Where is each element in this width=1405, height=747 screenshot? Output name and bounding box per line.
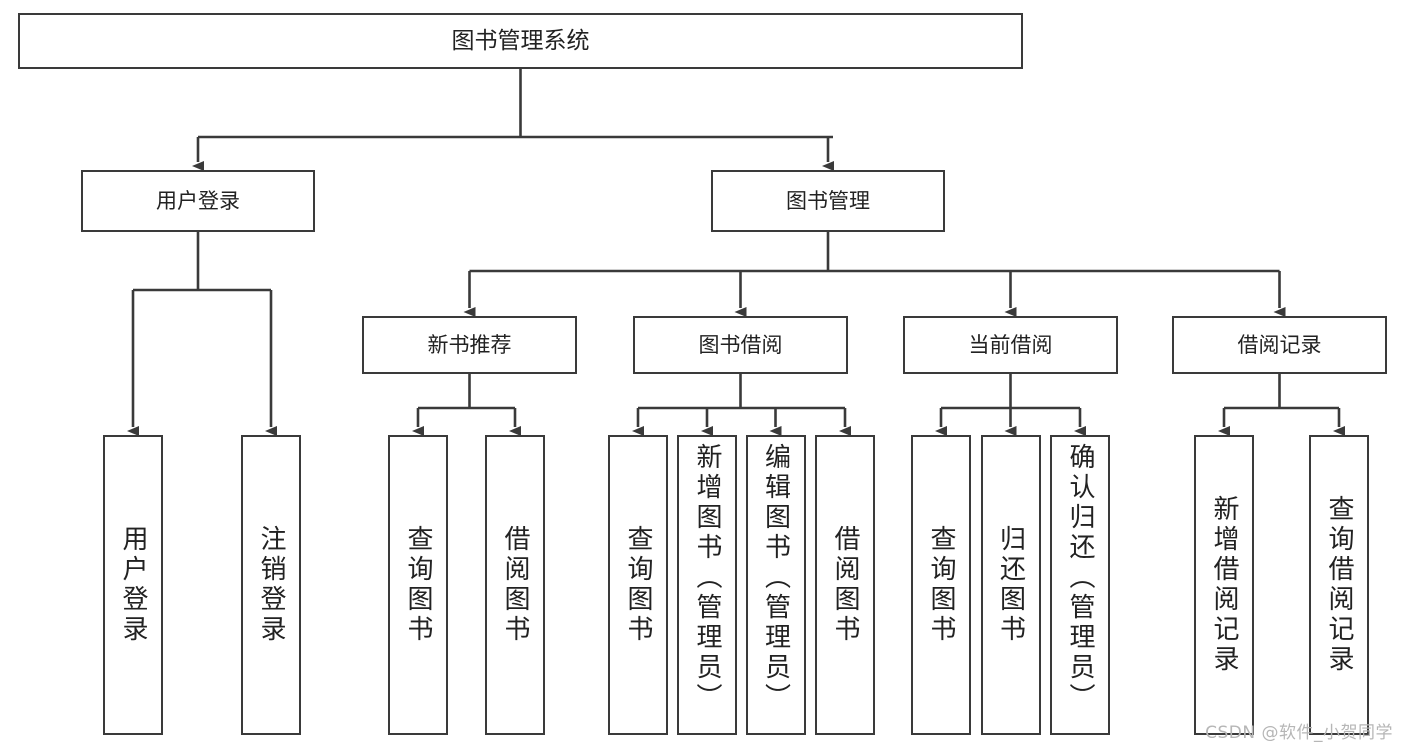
leaf-records-query-label: 查询借阅记录	[1324, 495, 1354, 675]
leaf-user-login-logout[interactable]: 注销登录	[241, 435, 301, 735]
leaf-current-borrow-confirm-return[interactable]: 确认归还（管理员）	[1050, 435, 1110, 735]
leaf-book-borrow-query-label: 查询图书	[623, 525, 653, 645]
node-user-login[interactable]: 用户登录	[81, 170, 315, 232]
leaf-new-book-query[interactable]: 查询图书	[388, 435, 448, 735]
leaf-new-book-borrow-label: 借阅图书	[500, 525, 530, 645]
leaf-book-borrow-query[interactable]: 查询图书	[608, 435, 668, 735]
leaf-current-borrow-confirm-return-label: 确认归还（管理员）	[1065, 443, 1095, 713]
leaf-book-borrow-edit[interactable]: 编辑图书（管理员）	[745, 435, 806, 735]
leaf-records-add-label: 新增借阅记录	[1209, 495, 1239, 675]
node-root[interactable]: 图书管理系统	[18, 13, 1023, 69]
node-book-borrow[interactable]: 图书借阅	[633, 316, 848, 374]
node-book-borrow-label: 图书借阅	[698, 332, 783, 357]
leaf-book-borrow-borrow-label: 借阅图书	[830, 525, 860, 645]
node-borrow-records-label: 借阅记录	[1237, 332, 1322, 357]
leaf-records-add[interactable]: 新增借阅记录	[1194, 435, 1254, 735]
leaf-current-borrow-query-label: 查询图书	[926, 525, 956, 645]
leaf-book-borrow-add-label: 新增图书（管理员）	[692, 443, 722, 713]
leaf-user-login-login[interactable]: 用户登录	[103, 435, 163, 735]
leaf-records-query[interactable]: 查询借阅记录	[1309, 435, 1369, 735]
node-new-book-recommend-label: 新书推荐	[427, 332, 512, 357]
leaf-current-borrow-return-label: 归还图书	[995, 525, 1026, 645]
leaf-book-borrow-edit-label: 编辑图书（管理员）	[760, 443, 791, 713]
leaf-user-login-login-label: 用户登录	[118, 525, 148, 645]
leaf-current-borrow-return[interactable]: 归还图书	[980, 435, 1041, 735]
leaf-new-book-borrow[interactable]: 借阅图书	[485, 435, 545, 735]
leaf-book-borrow-borrow[interactable]: 借阅图书	[815, 435, 875, 735]
node-current-borrow-label: 当前借阅	[968, 332, 1053, 357]
node-user-login-label: 用户登录	[156, 188, 240, 213]
node-book-management-label: 图书管理	[786, 188, 870, 213]
node-root-label: 图书管理系统	[451, 27, 590, 54]
node-book-management[interactable]: 图书管理	[711, 170, 945, 232]
leaf-book-borrow-add[interactable]: 新增图书（管理员）	[677, 435, 737, 735]
node-borrow-records[interactable]: 借阅记录	[1172, 316, 1387, 374]
leaf-current-borrow-query[interactable]: 查询图书	[911, 435, 971, 735]
node-new-book-recommend[interactable]: 新书推荐	[362, 316, 577, 374]
leaf-new-book-query-label: 查询图书	[403, 525, 433, 645]
leaf-user-login-logout-label: 注销登录	[256, 525, 286, 645]
csdn-watermark: CSDN @软件_小贺同学	[1205, 723, 1393, 743]
node-current-borrow[interactable]: 当前借阅	[903, 316, 1118, 374]
